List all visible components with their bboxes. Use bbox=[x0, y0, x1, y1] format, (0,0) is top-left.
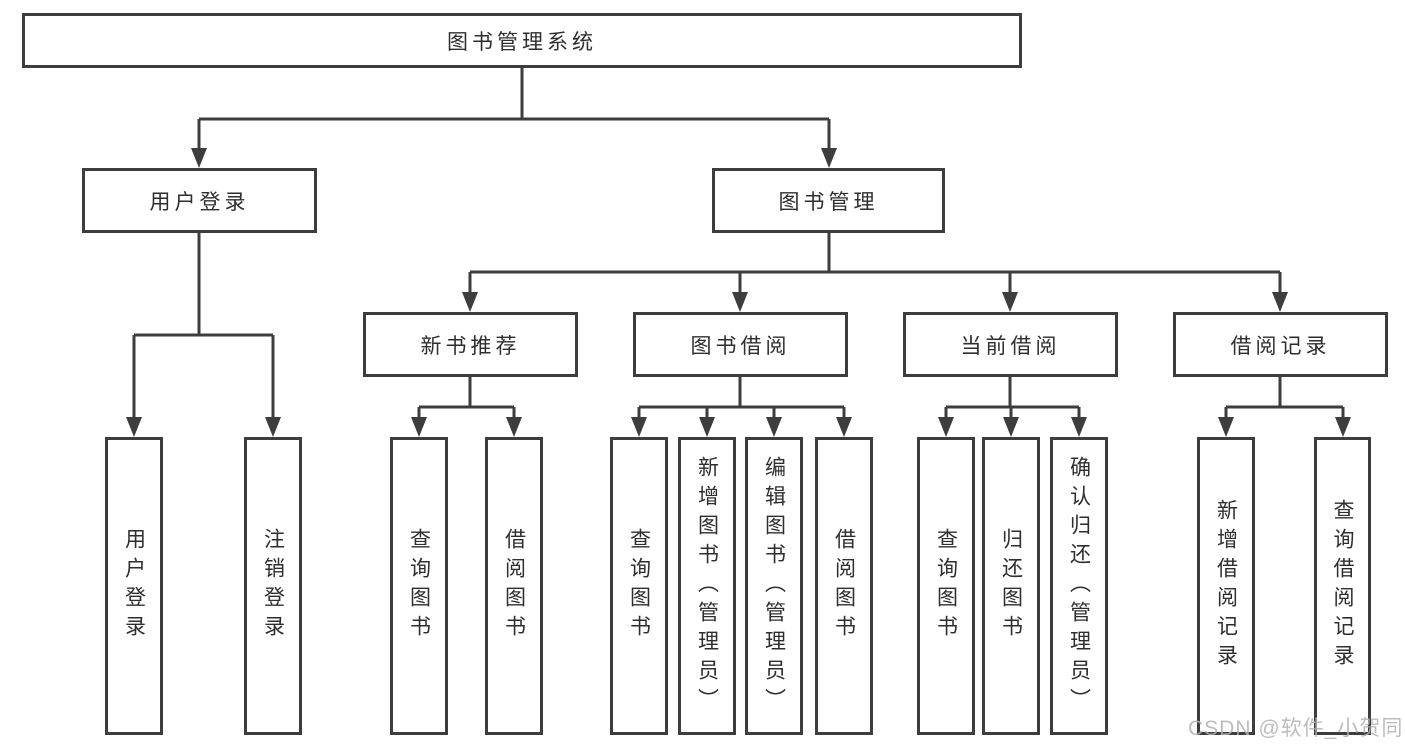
leaf-return-books: 归还图书 bbox=[982, 437, 1040, 735]
leaf-borrow-books-recommend-label: 借阅图书 bbox=[502, 528, 526, 644]
leaf-logout: 注销登录 bbox=[244, 437, 302, 735]
leaf-user-login: 用户登录 bbox=[105, 437, 163, 735]
leaf-borrow-books-borrowing: 借阅图书 bbox=[815, 437, 873, 735]
node-book-management: 图书管理 bbox=[712, 168, 945, 233]
leaf-edit-book-admin-label: 编辑图书（管理员） bbox=[762, 455, 786, 717]
leaf-query-books-current: 查询图书 bbox=[917, 437, 975, 735]
node-user-login: 用户登录 bbox=[82, 168, 317, 233]
leaf-query-books-recommend-label: 查询图书 bbox=[407, 528, 431, 644]
leaf-query-books-borrowing-label: 查询图书 bbox=[627, 528, 651, 644]
leaf-add-book-admin-label: 新增图书（管理员） bbox=[695, 455, 719, 717]
leaf-confirm-return-admin: 确认归还（管理员） bbox=[1050, 437, 1108, 735]
leaf-query-borrow-record: 查询借阅记录 bbox=[1314, 437, 1371, 735]
leaf-user-login-label: 用户登录 bbox=[122, 528, 146, 644]
node-book-borrowing: 图书借阅 bbox=[633, 312, 848, 377]
arrowheads bbox=[126, 148, 1351, 437]
csdn-watermark: CSDN @软件_小贺同学 bbox=[1188, 717, 1405, 740]
leaf-query-books-recommend: 查询图书 bbox=[390, 437, 448, 735]
leaf-borrow-books-borrowing-label: 借阅图书 bbox=[832, 528, 856, 644]
node-current-borrowing: 当前借阅 bbox=[903, 312, 1118, 377]
leaf-edit-book-admin: 编辑图书（管理员） bbox=[745, 437, 803, 735]
leaf-logout-label: 注销登录 bbox=[261, 528, 285, 644]
leaf-borrow-books-recommend: 借阅图书 bbox=[485, 437, 543, 735]
leaf-add-borrow-record-label: 新增借阅记录 bbox=[1214, 499, 1238, 673]
node-borrowing-records: 借阅记录 bbox=[1173, 312, 1388, 377]
leaf-add-borrow-record: 新增借阅记录 bbox=[1197, 437, 1255, 735]
leaf-confirm-return-admin-label: 确认归还（管理员） bbox=[1067, 455, 1091, 717]
leaf-query-borrow-record-label: 查询借阅记录 bbox=[1331, 499, 1354, 673]
node-library-management-system: 图书管理系统 bbox=[22, 13, 1022, 68]
leaf-return-books-label: 归还图书 bbox=[999, 528, 1023, 644]
leaf-query-books-borrowing: 查询图书 bbox=[610, 437, 668, 735]
leaf-query-books-current-label: 查询图书 bbox=[934, 528, 958, 644]
node-new-book-recommend: 新书推荐 bbox=[363, 312, 578, 377]
leaf-add-book-admin: 新增图书（管理员） bbox=[678, 437, 736, 735]
